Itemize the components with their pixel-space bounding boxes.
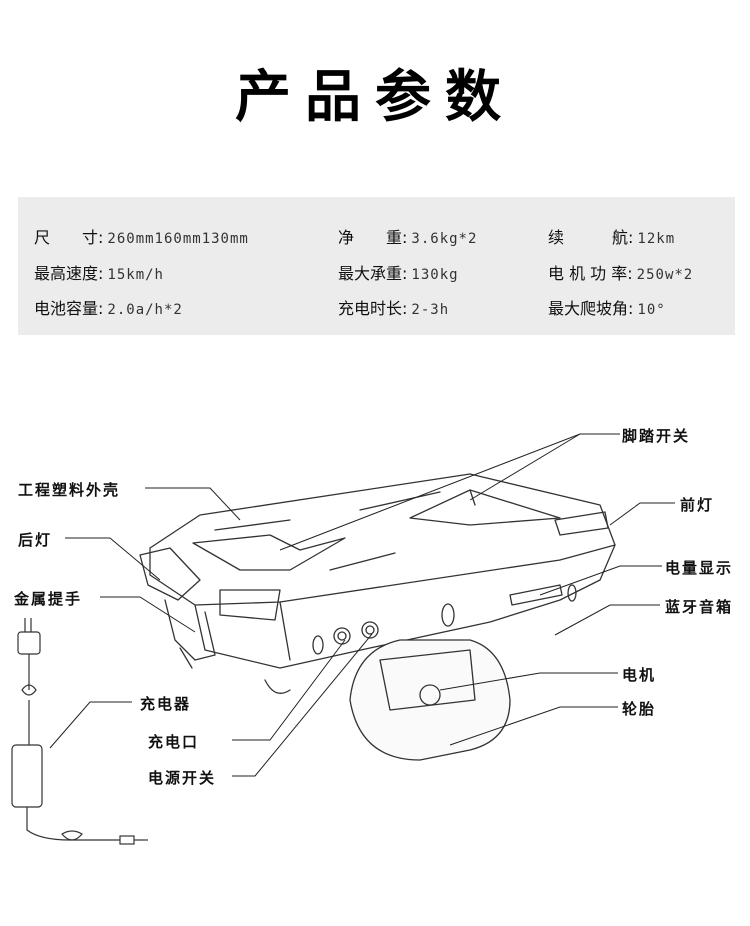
spec-label: 续 航: bbox=[548, 228, 634, 247]
leader-charge-port bbox=[232, 639, 346, 741]
leader-tire bbox=[449, 706, 618, 746]
spec-motor-power: 电 机 功 率:250w*2 bbox=[548, 260, 693, 284]
spec-battery: 电池容量:2.0a/h*2 bbox=[34, 295, 183, 319]
callout-pedal-switch: 脚踏开关 bbox=[622, 427, 691, 445]
spec-label: 最高速度: bbox=[34, 264, 104, 283]
leader-speaker bbox=[554, 604, 660, 636]
callout-charge-port: 充电口 bbox=[148, 733, 200, 751]
spec-label: 净 重: bbox=[338, 228, 408, 247]
leader-motor bbox=[439, 672, 618, 691]
callout-taillight: 后灯 bbox=[18, 531, 53, 549]
spec-max-load: 最大承重:130kg bbox=[338, 260, 459, 284]
spec-value: 12km bbox=[637, 231, 676, 247]
metal-handle bbox=[164, 599, 216, 661]
spec-weight: 净 重:3.6kg*2 bbox=[338, 224, 477, 248]
leader-pedal bbox=[279, 433, 620, 551]
leader-battery bbox=[539, 565, 662, 596]
spec-label: 电池容量: bbox=[34, 299, 104, 318]
spec-value: 2.0a/h*2 bbox=[107, 302, 183, 318]
spec-value: 10° bbox=[637, 302, 666, 318]
spec-label: 尺 寸: bbox=[34, 228, 104, 247]
spec-table bbox=[18, 197, 735, 335]
spec-label: 最大爬坡角: bbox=[548, 299, 634, 318]
callout-power-switch: 电源开关 bbox=[148, 769, 217, 787]
pedal-right bbox=[409, 489, 561, 526]
spec-value: 15km/h bbox=[107, 267, 164, 283]
leader-charger bbox=[49, 701, 132, 749]
battery-bar bbox=[509, 584, 563, 606]
spec-value: 2-3h bbox=[411, 302, 450, 318]
taillight-shape bbox=[139, 547, 201, 601]
spec-value: 130kg bbox=[411, 267, 459, 283]
leader-taillight bbox=[65, 537, 161, 581]
callout-headlight: 前灯 bbox=[680, 496, 715, 514]
callout-handle: 金属提手 bbox=[14, 590, 83, 608]
spec-max-speed: 最高速度:15km/h bbox=[34, 260, 164, 284]
callout-shell: 工程塑料外壳 bbox=[18, 481, 121, 499]
leader-handle bbox=[100, 596, 196, 633]
charger-drawing bbox=[11, 618, 148, 845]
spec-value: 3.6kg*2 bbox=[411, 231, 478, 247]
callout-speaker: 蓝牙音箱 bbox=[665, 598, 734, 616]
spec-label: 电 机 功 率: bbox=[548, 264, 633, 283]
spec-label: 最大承重: bbox=[338, 264, 408, 283]
body-front bbox=[194, 544, 616, 669]
spec-charge-time: 充电时长:2-3h bbox=[338, 295, 449, 319]
spec-label: 充电时长: bbox=[338, 299, 408, 318]
wheel-tire bbox=[349, 639, 511, 761]
body-top bbox=[149, 473, 616, 606]
spec-value: 260mm160mm130mm bbox=[107, 231, 249, 247]
headlight-shape bbox=[554, 511, 609, 536]
spec-size: 尺 寸:260mm160mm130mm bbox=[34, 224, 249, 248]
leader-headlight bbox=[609, 502, 675, 526]
pedal-left bbox=[192, 534, 346, 571]
leader-shell bbox=[145, 487, 241, 521]
callout-charger: 充电器 bbox=[140, 695, 192, 713]
spec-range: 续 航:12km bbox=[548, 224, 675, 248]
callout-tire: 轮胎 bbox=[622, 700, 657, 718]
callout-motor: 电机 bbox=[622, 666, 657, 684]
leader-power-switch bbox=[232, 633, 373, 777]
spec-value: 250w*2 bbox=[636, 267, 694, 283]
callout-battery-display: 电量显示 bbox=[665, 559, 734, 577]
spec-climb-angle: 最大爬坡角:10° bbox=[548, 295, 666, 319]
page-title: 产品参数 bbox=[235, 65, 515, 130]
